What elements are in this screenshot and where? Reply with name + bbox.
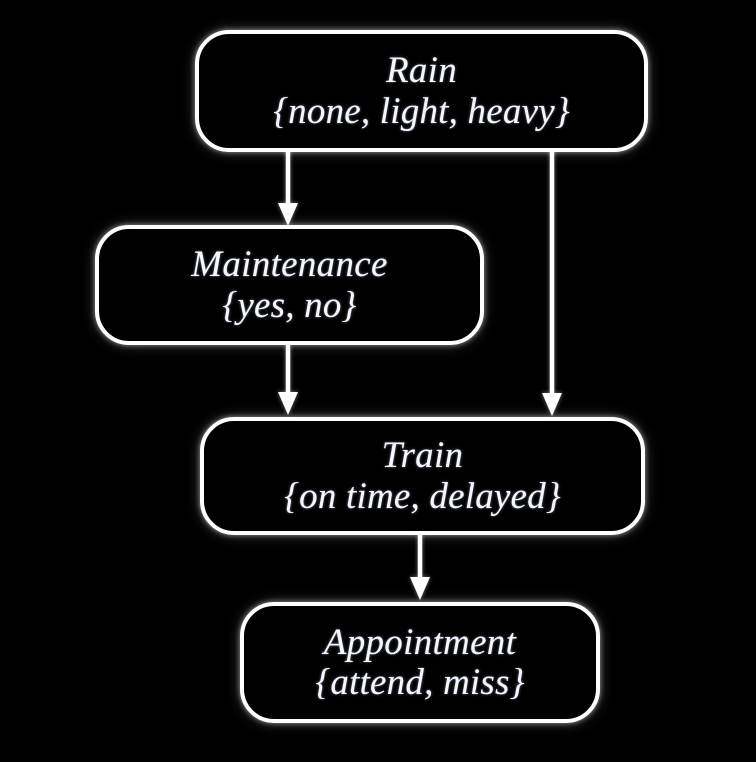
node-appointment-label: Appointment xyxy=(323,621,517,663)
arrowhead-icon xyxy=(278,203,298,226)
arrowhead-icon xyxy=(542,393,562,416)
node-appointment[interactable]: Appointment {attend, miss} xyxy=(240,602,600,723)
node-train[interactable]: Train {on time, delayed} xyxy=(200,417,645,535)
node-rain-states: {none, light, heavy} xyxy=(273,90,570,132)
node-rain-label: Rain xyxy=(385,50,458,92)
node-maintenance-label: Maintenance xyxy=(191,244,388,286)
edge-rain-to-train xyxy=(534,150,570,418)
arrowhead-icon xyxy=(410,577,430,600)
node-train-states: {on time, delayed} xyxy=(284,475,561,517)
node-maintenance-states: {yes, no} xyxy=(222,284,357,326)
edge-train-to-appointment xyxy=(402,534,438,602)
node-maintenance[interactable]: Maintenance {yes, no} xyxy=(95,225,484,345)
edge-rain-to-maintenance xyxy=(270,150,306,228)
edge-maintenance-to-train xyxy=(270,345,306,417)
node-train-label: Train xyxy=(381,435,464,477)
node-appointment-states: {attend, miss} xyxy=(315,662,525,703)
arrowhead-icon xyxy=(278,392,298,415)
node-rain[interactable]: Rain {none, light, heavy} xyxy=(195,30,648,152)
